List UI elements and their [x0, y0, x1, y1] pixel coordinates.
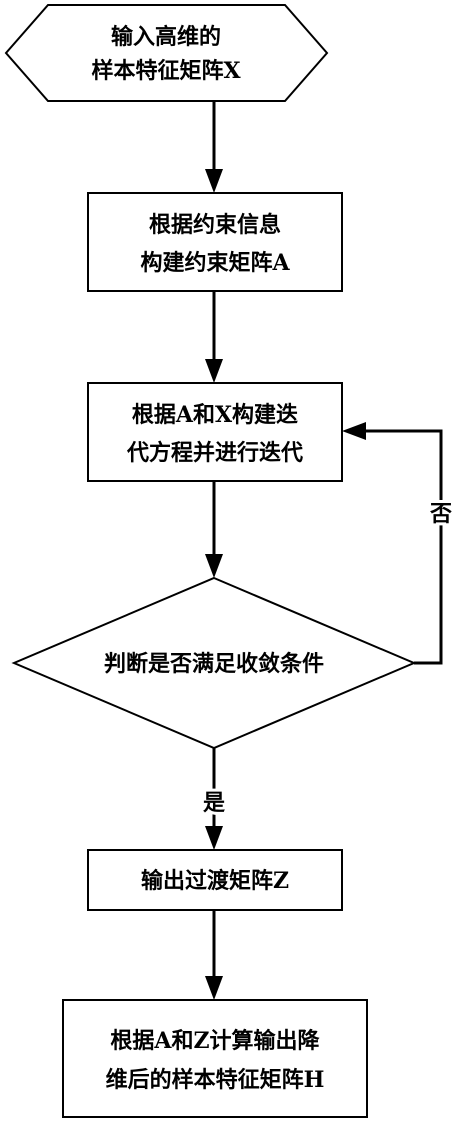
- arrow-iterate-to-decision: [205, 481, 223, 578]
- arrow-input-to-constraint: [205, 101, 223, 193]
- final-output-box: [62, 999, 368, 1118]
- output-transition-box: [87, 849, 343, 911]
- input-hexagon-shape: [4, 4, 329, 102]
- input-node: 输入高维的 样本特征矩阵X: [4, 4, 329, 102]
- final-output-node: 根据A和Z计算输出降 维后的样本特征矩阵H: [62, 999, 368, 1118]
- input-node-line-1: 输入高维的: [111, 24, 221, 50]
- build-constraint-line-1: 根据约束信息: [149, 212, 281, 238]
- output-transition-node: 输出过渡矩阵Z: [87, 849, 343, 911]
- decision-node: 判断是否满足收敛条件: [11, 576, 417, 750]
- input-node-line-2: 样本特征矩阵X: [91, 58, 241, 84]
- build-constraint-box: [87, 192, 343, 292]
- iterate-box: [87, 382, 343, 482]
- final-output-line-2: 维后的样本特征矩阵H: [106, 1067, 325, 1093]
- arrow-decision-yes: [205, 748, 223, 850]
- arrow-transition-to-final: [205, 910, 223, 1000]
- build-constraint-node: 根据约束信息 构建约束矩阵A: [87, 192, 343, 292]
- iterate-node: 根据A和X构建迭 代方程并进行迭代: [87, 382, 343, 482]
- arrow-decision-no-loop: [342, 422, 443, 665]
- output-transition-text: 输出过渡矩阵Z: [141, 868, 289, 894]
- decision-text: 判断是否满足收敛条件: [104, 651, 324, 677]
- yes-label: 是: [203, 790, 225, 816]
- build-constraint-line-2: 构建约束矩阵A: [140, 250, 290, 276]
- arrow-constraint-to-iterate: [205, 291, 223, 383]
- iterate-line-2: 代方程并进行迭代: [126, 440, 303, 466]
- final-output-line-1: 根据A和Z计算输出降: [110, 1028, 320, 1054]
- no-label: 否: [429, 501, 452, 527]
- iterate-line-1: 根据A和X构建迭: [132, 402, 298, 428]
